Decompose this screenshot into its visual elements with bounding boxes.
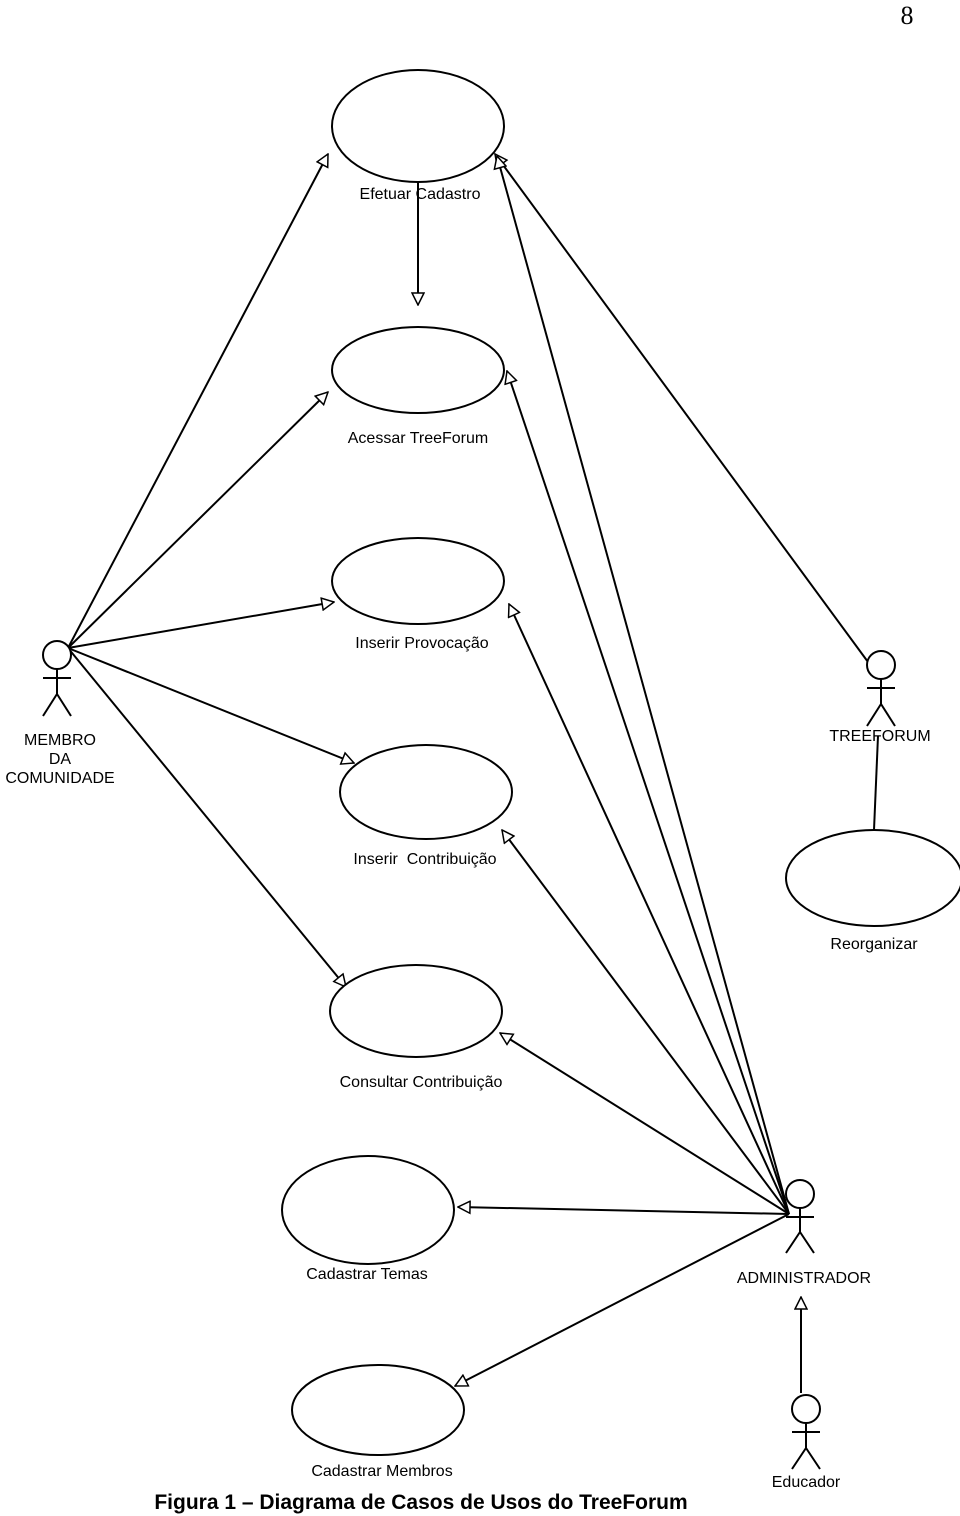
use-case-cadastrar-membros bbox=[291, 1364, 465, 1456]
figure-caption: Figura 1 – Diagrama de Casos de Usos do … bbox=[154, 1491, 687, 1514]
label-actor-administrador: ADMINISTRADOR bbox=[737, 1270, 871, 1287]
actor-administrador bbox=[785, 1179, 815, 1254]
use-case-cadastrar-temas bbox=[281, 1155, 455, 1265]
use-case-efetuar-cadastro bbox=[331, 69, 505, 183]
label-inserir-contribuicao: Inserir Contribuição bbox=[353, 851, 496, 868]
use-case-inserir-contribuicao bbox=[339, 744, 513, 840]
label-actor-educador: Educador bbox=[772, 1474, 841, 1491]
assoc-treeforum-reorganizar bbox=[873, 735, 879, 831]
use-case-inserir-provocacao bbox=[331, 537, 505, 625]
assoc-membro-consultar-contribuicao bbox=[67, 647, 346, 987]
label-consultar-contribuicao: Consultar Contribuição bbox=[340, 1074, 503, 1091]
assoc-admin-consultar-contribuicao bbox=[500, 1033, 790, 1215]
assoc-treeforum-efetuar-cadastro bbox=[495, 154, 869, 663]
label-actor-treeforum: TREEFORUM bbox=[829, 728, 930, 745]
label-actor-membro-line2: DA bbox=[49, 751, 72, 768]
assoc-membro-acessar-treeforum bbox=[67, 392, 328, 649]
assoc-admin-cadastrar-membros bbox=[455, 1213, 790, 1387]
label-inserir-provocacao: Inserir Provocação bbox=[355, 635, 488, 652]
actor-treeforum bbox=[866, 650, 896, 727]
associations bbox=[67, 154, 879, 1393]
label-cadastrar-temas: Cadastrar Temas bbox=[306, 1266, 428, 1283]
label-efetuar-cadastro: Efetuar Cadastro bbox=[360, 186, 481, 203]
assoc-admin-cadastrar-temas bbox=[458, 1207, 790, 1215]
use-case-consultar-contribuicao bbox=[329, 964, 503, 1058]
assoc-membro-inserir-contribuicao bbox=[67, 647, 354, 763]
label-acessar-treeforum: Acessar TreeForum bbox=[348, 430, 488, 447]
assoc-admin-efetuar-cadastro bbox=[497, 156, 790, 1215]
use-case-acessar-treeforum bbox=[331, 326, 505, 414]
use-cases bbox=[281, 69, 960, 1456]
assoc-membro-inserir-provocacao bbox=[67, 602, 334, 649]
label-actor-membro-line1: MEMBRO bbox=[24, 732, 96, 749]
label-cadastrar-membros: Cadastrar Membros bbox=[311, 1463, 452, 1480]
use-case-reorganizar bbox=[785, 829, 960, 927]
assoc-membro-efetuar-cadastro bbox=[67, 154, 329, 649]
page-number: 8 bbox=[901, 1, 914, 30]
assoc-admin-inserir-contribuicao bbox=[502, 830, 790, 1215]
assoc-admin-acessar-treeforum bbox=[507, 371, 790, 1215]
assoc-admin-inserir-provocacao bbox=[509, 604, 790, 1215]
label-actor-membro-line3: COMUNIDADE bbox=[5, 770, 114, 787]
actor-membro-da-comunidade bbox=[42, 640, 72, 717]
label-reorganizar: Reorganizar bbox=[830, 936, 918, 953]
actor-educador bbox=[791, 1394, 821, 1470]
